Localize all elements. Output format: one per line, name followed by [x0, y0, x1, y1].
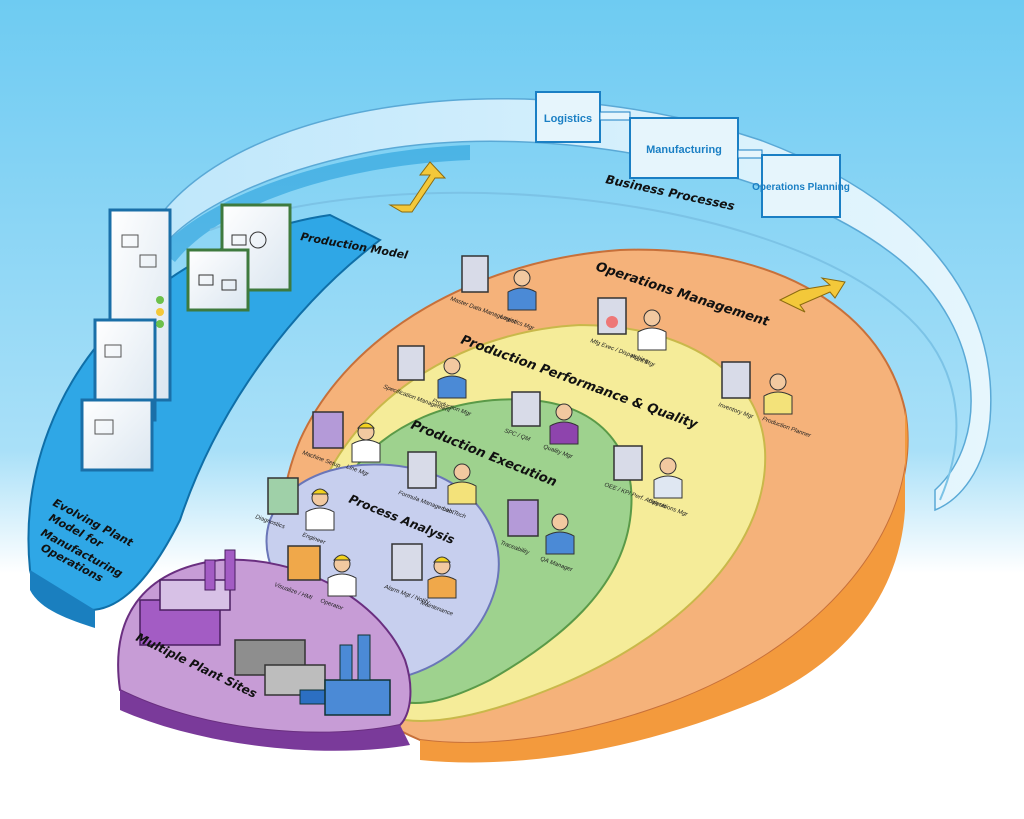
logistics-box: [535, 91, 601, 143]
inventory-screen: [721, 361, 751, 399]
spec-mgmt-screen: [397, 345, 425, 381]
traceability-screen: [507, 499, 539, 537]
manufacturing-label: Manufacturing: [646, 144, 722, 156]
production-model-screen-small: [186, 248, 250, 312]
machine-setup-screen: [312, 411, 344, 449]
production-planner-avatar: [769, 373, 787, 391]
evolving-plant-layer: [27, 213, 382, 628]
double-arrow-right-icon: [778, 277, 846, 313]
double-arrow-left-icon: [388, 161, 447, 213]
operations-mgr-avatar: [659, 457, 677, 475]
qa-manager-avatar: [551, 513, 569, 531]
production-model-screens: [186, 203, 292, 312]
quality-mgr-avatar: [555, 403, 573, 421]
inner-arc: [209, 191, 958, 501]
manufacturing-box: [629, 117, 739, 179]
plant-model-screens: [80, 208, 172, 472]
logistics-mgr-avatar: [513, 269, 531, 287]
business-process-boxes: Logistics Manufacturing Operations Plann…: [535, 91, 850, 218]
alarm-screen: [391, 543, 423, 581]
operations-planning-box: [761, 154, 841, 218]
oee-screen: [613, 445, 643, 481]
plant-model-screen-3: [80, 398, 154, 472]
factory-illustrations: [139, 549, 391, 716]
plant-mgr-avatar: [643, 309, 661, 327]
diagnostics-screen: [267, 477, 299, 515]
logistics-label: Logistics: [544, 113, 592, 125]
production-mgr-avatar: [443, 357, 461, 375]
hmi-screen: [287, 545, 321, 581]
spc-screen: [511, 391, 541, 427]
lab-tech-avatar: [453, 463, 471, 481]
formula-screen: [407, 451, 437, 489]
execution-roles: Machine Setup Line Mgr Formula Managemen…: [301, 411, 575, 574]
operations-planning-label: Operations Planning: [752, 182, 850, 193]
master-data-screen: [461, 255, 489, 293]
